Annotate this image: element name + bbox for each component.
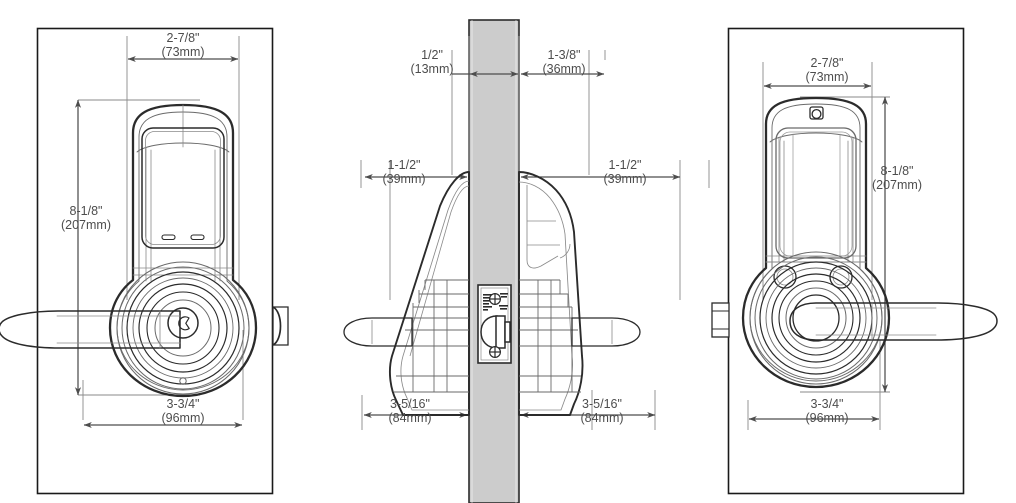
dim-value-imperial: 8-1/8" <box>880 164 914 178</box>
rose-ring-5-left <box>138 283 228 373</box>
dim-label-interior-lever-projection: 1-1/2" (39mm) <box>603 158 646 186</box>
dimension-witness-lines-middle <box>360 36 710 430</box>
latch-bolt-middle <box>480 315 511 349</box>
view-middle-group <box>343 19 710 503</box>
dim-value-imperial: 3-5/16" <box>582 397 622 411</box>
lock-escutcheon-left <box>0 103 258 398</box>
rose-ring-7-left <box>154 299 212 357</box>
dim-value-imperial: 1/2" <box>421 48 443 62</box>
dim-value-imperial: 1-1/2" <box>387 158 421 172</box>
latch-faceplate <box>477 284 512 364</box>
dimension-lines-middle <box>363 70 681 419</box>
dim-value-metric: (36mm) <box>542 62 586 76</box>
dim-value-metric: (73mm) <box>805 70 849 84</box>
dim-label-right-width-bottom: 3-3/4" (96mm) <box>805 397 848 425</box>
rose-ring-4-left <box>132 277 234 379</box>
escutcheon-profile-inner-interior <box>518 181 573 411</box>
dim-label-exterior-depth: 3-5/16" (84mm) <box>388 397 431 425</box>
indicator-slot-1-left <box>161 234 176 241</box>
dim-label-exterior-lever-projection: 1-1/2" (39mm) <box>382 158 425 186</box>
keypad-panel-inner-left <box>145 131 221 245</box>
faceplate-screw-bottom <box>489 346 502 359</box>
screw-boss-right-right-view <box>829 265 853 289</box>
dim-value-metric: (84mm) <box>388 411 432 425</box>
dim-value-metric: (207mm) <box>60 218 112 232</box>
dim-label-right-height: 8-1/8" (207mm) <box>872 164 922 192</box>
top-mounting-boss-right <box>809 106 824 120</box>
view-right-group <box>711 27 998 495</box>
escutcheon-profile-exterior <box>343 171 470 416</box>
rose-ring-2-left <box>121 266 245 390</box>
rose-ring-3-right <box>759 261 873 375</box>
escutcheon-profile-outer-interior <box>518 171 584 416</box>
key-cylinder-left <box>167 307 199 339</box>
dim-value-imperial: 3-5/16" <box>390 397 430 411</box>
dim-label-door-thickness: 1/2" (13mm) <box>410 48 453 76</box>
dim-label-left-width-top: 2-7/8" (73mm) <box>161 31 204 59</box>
dim-label-left-height: 8-1/8" (207mm) <box>61 204 111 232</box>
latch-bolt-left <box>272 306 289 346</box>
backplate-panel-inner-right <box>779 131 853 257</box>
escutcheon-outer-outline-left <box>108 103 258 398</box>
dim-label-interior-projection: 1-3/8" (36mm) <box>542 48 585 76</box>
latch-bolt-right <box>711 302 730 338</box>
dim-value-metric: (96mm) <box>161 411 205 425</box>
dim-value-metric: (96mm) <box>805 411 849 425</box>
rose-ring-4-right <box>765 267 867 369</box>
dim-value-imperial: 8-1/8" <box>69 204 103 218</box>
rose-ring-2-right <box>754 256 878 380</box>
fixing-hole-left <box>179 377 187 385</box>
view-left-group <box>0 27 289 495</box>
indicator-slot-2-left <box>190 234 205 241</box>
dim-value-imperial: 1-3/8" <box>547 48 581 62</box>
lever-handle-left <box>0 310 181 349</box>
rose-ring-outer-right <box>749 251 883 385</box>
door-frame-outline-left <box>36 27 274 495</box>
escutcheon-profile-inner-exterior <box>400 180 470 411</box>
rose-ring-outer-left <box>116 261 250 395</box>
dimension-lines-left <box>74 55 243 429</box>
keypad-panel-left <box>141 127 225 249</box>
rose-ring-3-left <box>126 271 240 385</box>
escutcheon-profile-outer-exterior <box>388 171 470 416</box>
dim-value-imperial: 1-1/2" <box>608 158 642 172</box>
faceplate-engraving-marks <box>483 293 508 311</box>
dim-value-imperial: 3-3/4" <box>810 397 844 411</box>
door-frame-outline-right <box>727 27 965 495</box>
rose-ring-6-right <box>778 280 854 356</box>
dim-label-left-width-bottom: 3-3/4" (96mm) <box>161 397 204 425</box>
backplate-panel-right <box>775 127 857 259</box>
dim-value-imperial: 3-3/4" <box>166 397 200 411</box>
dim-label-right-width-top: 2-7/8" (73mm) <box>805 56 848 84</box>
faceplate-screw-top <box>489 293 502 306</box>
dim-label-interior-depth: 3-5/16" (84mm) <box>580 397 623 425</box>
escutcheon-body-block-exterior <box>394 279 469 393</box>
dim-value-metric: (73mm) <box>161 45 205 59</box>
dim-value-metric: (84mm) <box>580 411 624 425</box>
rose-ring-5-right <box>771 273 861 363</box>
dim-value-imperial: 2-7/8" <box>810 56 844 70</box>
lever-profile-exterior <box>343 317 413 347</box>
dim-value-metric: (39mm) <box>382 172 426 186</box>
rose-hub-right <box>792 294 840 342</box>
lever-profile-interior <box>571 317 641 347</box>
lock-escutcheon-right <box>741 96 998 389</box>
lever-handle-right <box>789 302 998 341</box>
dim-value-metric: (207mm) <box>871 178 923 192</box>
escutcheon-profile-interior <box>518 171 641 416</box>
dimension-witness-lines-left <box>78 36 244 420</box>
dim-value-imperial: 2-7/8" <box>166 31 200 45</box>
dim-value-metric: (39mm) <box>603 172 647 186</box>
screw-boss-left-right-view <box>773 265 797 289</box>
rose-ring-7-right <box>785 287 847 349</box>
dim-value-metric: (13mm) <box>410 62 454 76</box>
rose-ring-6-left <box>146 291 220 365</box>
keyway-slot-left <box>178 316 190 331</box>
door-panel-section <box>468 19 520 503</box>
escutcheon-body-block-interior <box>519 279 581 393</box>
escutcheon-outer-outline-right <box>741 96 891 389</box>
